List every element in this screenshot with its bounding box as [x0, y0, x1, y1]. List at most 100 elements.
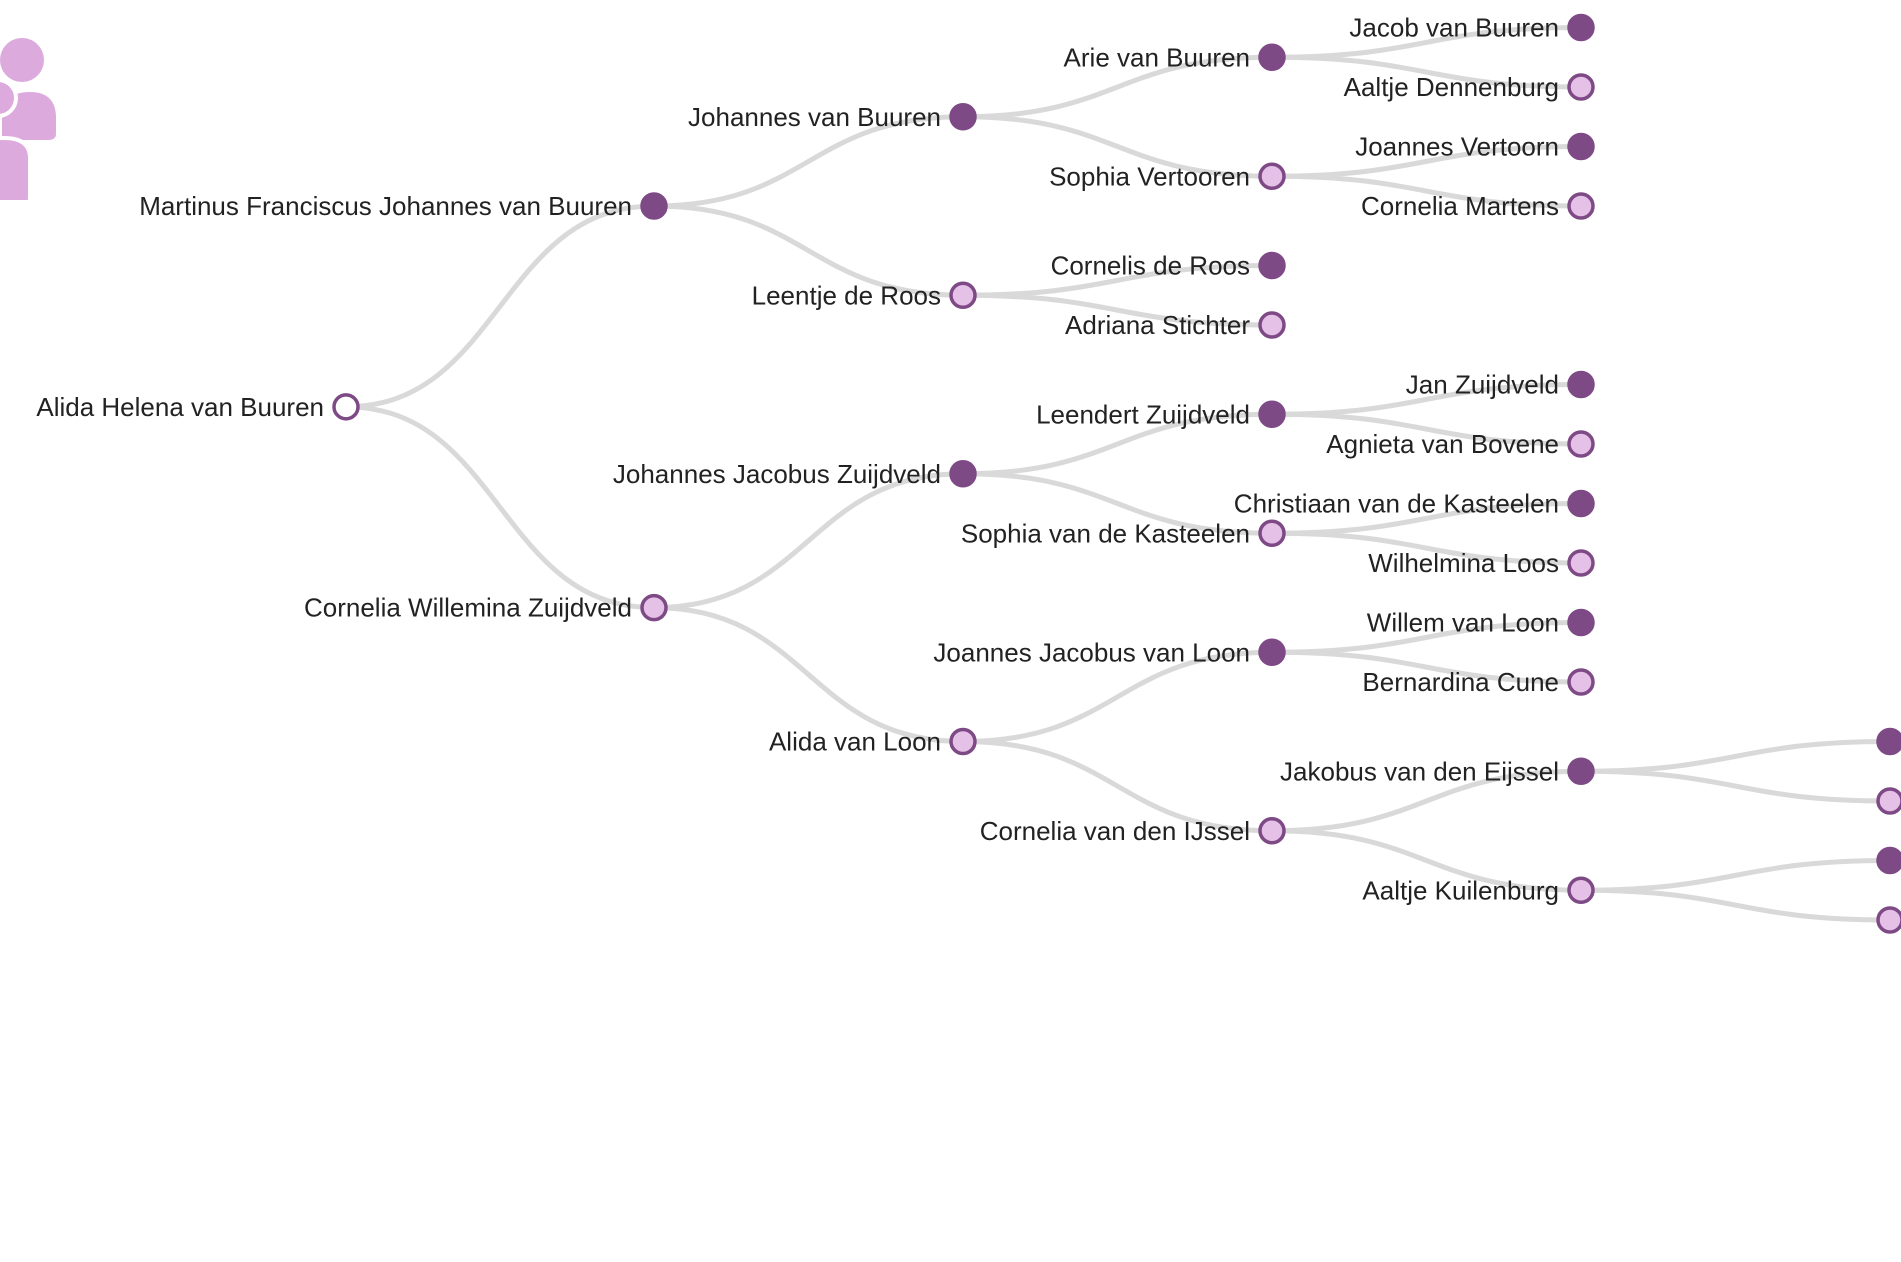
person-node-cornelia-willemina-zuijdveld[interactable]: Cornelia Willemina Zuijdveld: [304, 593, 668, 623]
male-node-marker[interactable]: [1876, 727, 1901, 756]
male-node-marker[interactable]: [1876, 846, 1901, 875]
person-name-label: Wilhelmina Loos: [1368, 548, 1559, 578]
person-node-unnamed[interactable]: [1876, 787, 1901, 815]
person-node-alida-van-loon[interactable]: Alida van Loon: [769, 727, 977, 757]
person-node-jakobus-van-den-eijssel[interactable]: Jakobus van den Eijssel: [1280, 756, 1595, 786]
female-node-marker[interactable]: [332, 393, 360, 421]
tree-link: [960, 649, 1275, 744]
person-name-label: Joannes Vertoorn: [1355, 132, 1559, 162]
female-node-marker[interactable]: [1567, 73, 1595, 101]
person-node-leendert-zuijdveld[interactable]: Leendert Zuijdveld: [1036, 399, 1286, 429]
female-node-marker[interactable]: [1567, 876, 1595, 904]
person-name-label: Leentje de Roos: [752, 280, 941, 310]
person-name-label: Sophia Vertooren: [1049, 161, 1250, 191]
female-node-marker[interactable]: [1876, 787, 1901, 815]
person-node-bernardina-cune[interactable]: Bernardina Cune: [1362, 667, 1595, 697]
person-name-label: Leendert Zuijdveld: [1036, 399, 1250, 429]
tree-link: [1269, 173, 1584, 209]
person-name-label: Sophia van de Kasteelen: [961, 518, 1250, 548]
male-node-marker[interactable]: [1567, 132, 1595, 161]
person-node-cornelia-martens[interactable]: Cornelia Martens: [1361, 191, 1595, 221]
female-node-marker[interactable]: [949, 281, 977, 309]
male-node-marker[interactable]: [1258, 638, 1286, 666]
person-node-cornelis-de-roos[interactable]: Cornelis de Roos: [1051, 251, 1286, 281]
person-name-label: Bernardina Cune: [1362, 667, 1559, 697]
person-name-label: Johannes Jacobus Zuijdveld: [613, 459, 941, 489]
person-node-alida-helena-van-buuren[interactable]: Alida Helena van Buuren: [36, 392, 360, 422]
person-node-sophia-van-de-kasteelen[interactable]: Sophia van de Kasteelen: [961, 518, 1286, 548]
person-node-unnamed[interactable]: [1876, 906, 1901, 934]
person-name-label: Adriana Stichter: [1065, 310, 1250, 340]
person-name-label: Alida van Loon: [769, 727, 941, 757]
female-node-marker[interactable]: [1876, 906, 1901, 934]
female-node-marker[interactable]: [949, 727, 977, 756]
person-node-wilhelmina-loos[interactable]: Wilhelmina Loos: [1368, 548, 1595, 578]
person-node-aaltje-dennenburg[interactable]: Aaltje Dennenburg: [1344, 72, 1595, 102]
female-node-marker[interactable]: [1567, 668, 1595, 696]
tree-link: [343, 404, 657, 611]
person-name-label: Jakobus van den Eijssel: [1280, 756, 1559, 786]
person-node-willem-van-loon[interactable]: Willem van Loon: [1367, 608, 1595, 638]
tree-link: [1269, 382, 1584, 417]
male-node-marker[interactable]: [640, 192, 668, 220]
person-node-sophia-vertooren[interactable]: Sophia Vertooren: [1049, 161, 1286, 191]
female-node-marker[interactable]: [1258, 162, 1286, 190]
female-node-marker[interactable]: [1567, 430, 1595, 458]
tree-link: [960, 114, 1275, 179]
male-node-marker[interactable]: [949, 460, 977, 488]
tree-link: [651, 114, 966, 209]
person-node-unnamed[interactable]: [1876, 727, 1901, 756]
female-node-marker[interactable]: [1258, 817, 1286, 845]
person-node-christiaan-van-de-kasteelen[interactable]: Christiaan van de Kasteelen: [1234, 489, 1595, 519]
male-node-marker[interactable]: [1258, 251, 1286, 280]
family-people-icon: [0, 38, 56, 200]
person-node-leentje-de-roos[interactable]: Leentje de Roos: [752, 280, 977, 310]
person-node-martinus-franciscus-johannes-van-buuren[interactable]: Martinus Franciscus Johannes van Buuren: [139, 191, 668, 221]
person-node-arie-van-buuren[interactable]: Arie van Buuren: [1064, 42, 1286, 72]
person-node-jacob-van-buuren[interactable]: Jacob van Buuren: [1349, 13, 1595, 43]
person-node-joannes-vertoorn[interactable]: Joannes Vertoorn: [1355, 132, 1595, 162]
person-node-agnieta-van-bovene[interactable]: Agnieta van Bovene: [1326, 429, 1595, 459]
male-node-marker[interactable]: [1567, 489, 1595, 518]
tree-link: [1269, 501, 1584, 536]
person-name-label: Christiaan van de Kasteelen: [1234, 489, 1559, 519]
person-node-unnamed[interactable]: [1876, 846, 1901, 875]
male-node-marker[interactable]: [1567, 370, 1595, 399]
female-node-marker[interactable]: [1567, 192, 1595, 220]
tree-link: [1578, 739, 1893, 774]
person-node-joannes-jacobus-van-loon[interactable]: Joannes Jacobus van Loon: [933, 637, 1286, 667]
tree-link: [651, 203, 966, 298]
female-node-marker[interactable]: [1258, 519, 1286, 547]
person-node-jan-zuijdveld[interactable]: Jan Zuijdveld: [1406, 370, 1595, 400]
person-name-label: Cornelia Martens: [1361, 191, 1559, 221]
tree-link: [960, 471, 1275, 536]
person-node-johannes-van-buuren[interactable]: Johannes van Buuren: [688, 102, 977, 132]
tree-link: [1269, 411, 1584, 447]
person-name-label: Jan Zuijdveld: [1406, 370, 1559, 400]
person-node-aaltje-kuilenburg[interactable]: Aaltje Kuilenburg: [1362, 875, 1595, 905]
tree-link: [960, 739, 1275, 834]
person-name-label: Arie van Buuren: [1064, 42, 1250, 72]
tree-link: [1578, 887, 1893, 923]
person-node-adriana-stichter[interactable]: Adriana Stichter: [1065, 310, 1286, 340]
tree-link: [1578, 768, 1893, 804]
tree-link: [1578, 858, 1893, 893]
tree-link: [960, 54, 1275, 120]
person-node-cornelia-van-den-ijssel[interactable]: Cornelia van den IJssel: [980, 816, 1286, 846]
tree-link: [1269, 54, 1584, 90]
female-node-marker[interactable]: [1258, 311, 1286, 339]
male-node-marker[interactable]: [1567, 608, 1595, 637]
female-node-marker[interactable]: [640, 593, 668, 622]
male-node-marker[interactable]: [1567, 13, 1595, 42]
male-node-marker[interactable]: [1258, 43, 1286, 71]
male-node-marker[interactable]: [1567, 757, 1595, 785]
person-name-label: Aaltje Kuilenburg: [1362, 875, 1559, 905]
male-node-marker[interactable]: [949, 103, 977, 131]
male-node-marker[interactable]: [1258, 400, 1286, 428]
tree-link: [651, 605, 966, 744]
tree-link: [1269, 620, 1584, 655]
female-node-marker[interactable]: [1567, 549, 1595, 577]
person-name-label: Jacob van Buuren: [1349, 13, 1559, 43]
tree-link: [960, 411, 1275, 477]
person-node-johannes-jacobus-zuijdveld[interactable]: Johannes Jacobus Zuijdveld: [613, 459, 977, 489]
